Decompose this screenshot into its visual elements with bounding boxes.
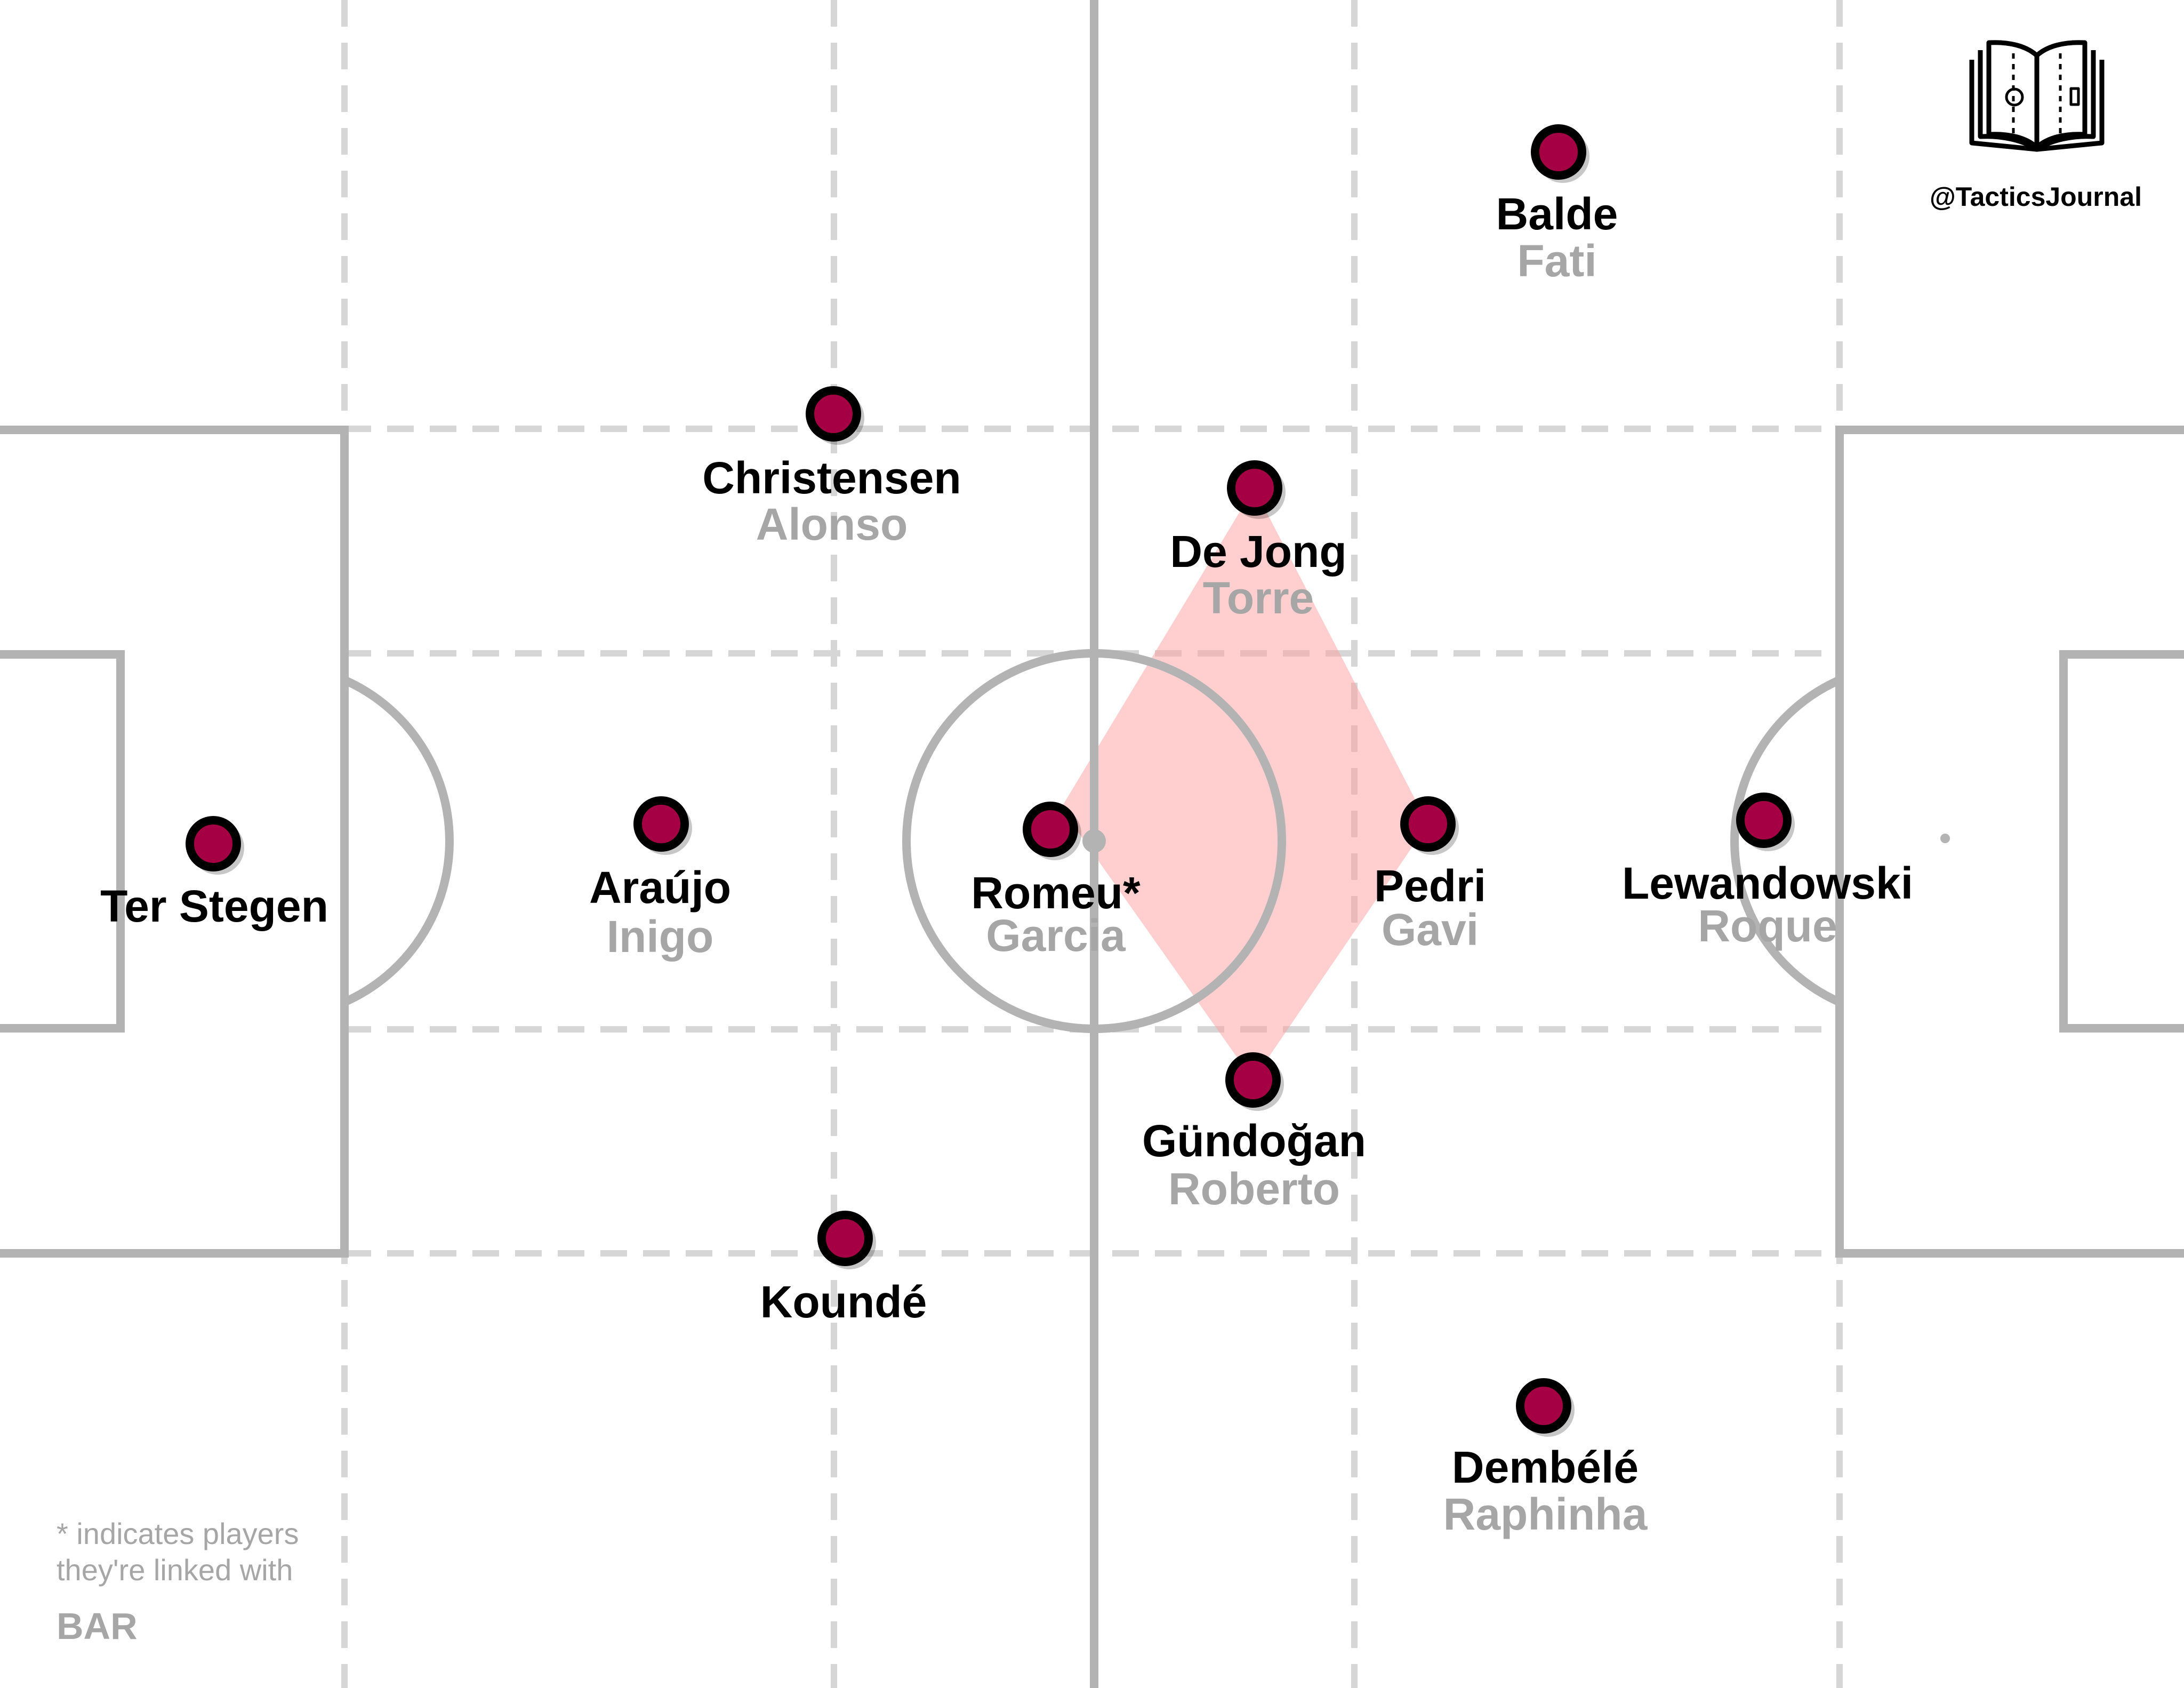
footnote-line-1: * indicates players — [57, 1517, 299, 1550]
player-marker — [1516, 1378, 1571, 1434]
player-name: Gündoğan — [1142, 1116, 1366, 1166]
book-logo-icon — [1969, 40, 2105, 152]
centre-circle — [902, 649, 1286, 1033]
player-name: Dembélé — [1452, 1442, 1639, 1492]
player-marker — [806, 386, 861, 442]
player-name: Lewandowski — [1622, 858, 1913, 908]
player-name: Romeu* — [971, 868, 1141, 918]
player-backup-name: Garcia — [986, 910, 1126, 961]
player-backup-name: Roberto — [1168, 1164, 1340, 1214]
player-backup-name: Roque — [1698, 901, 1837, 951]
player-marker — [1531, 124, 1586, 180]
player-backup-name: Torre — [1203, 573, 1314, 623]
player-name: De Jong — [1170, 526, 1346, 577]
player-marker — [1225, 1052, 1281, 1108]
left-penalty-box — [0, 426, 349, 1258]
player-name: Araújo — [589, 862, 731, 913]
player-marker — [633, 796, 689, 852]
player-marker — [817, 1211, 873, 1266]
player-ter-stegen: Ter Stegen — [100, 816, 328, 931]
right-penalty-box — [1835, 426, 2184, 1258]
player-backup-name: Gavi — [1382, 905, 1479, 955]
player-romeu: Romeu*Garcia — [971, 802, 1141, 961]
centre-spot — [1082, 829, 1106, 853]
player-marker — [186, 816, 241, 871]
left-penalty-arc — [342, 676, 454, 1006]
footnote-line-2: they're linked with — [57, 1553, 293, 1587]
left-six-yard-box — [0, 650, 125, 1033]
right-penalty-arc — [1730, 676, 1842, 1006]
player-name: Ter Stegen — [100, 881, 328, 931]
brand-handle: @TacticsJournal — [1930, 182, 2142, 212]
midfield-diamond — [1061, 488, 1428, 1080]
player-marker — [1227, 460, 1282, 516]
right-penalty-spot — [1940, 834, 1950, 843]
player-kounde: Koundé — [760, 1211, 927, 1327]
player-backup-name: Alonso — [756, 499, 908, 549]
player-name: Koundé — [760, 1277, 927, 1327]
right-six-yard-box — [2059, 650, 2184, 1033]
player-marker — [1023, 802, 1078, 857]
player-marker — [1736, 793, 1792, 848]
player-name: Pedri — [1374, 861, 1486, 911]
player-backup-name: Fati — [1517, 236, 1596, 286]
player-marker — [1400, 796, 1456, 852]
player-backup-name: Inigo — [607, 911, 714, 962]
player-name: Christensen — [702, 453, 961, 503]
team-code: BAR — [57, 1605, 138, 1647]
player-backup-name: Raphinha — [1443, 1489, 1648, 1539]
player-name: Balde — [1496, 189, 1618, 239]
